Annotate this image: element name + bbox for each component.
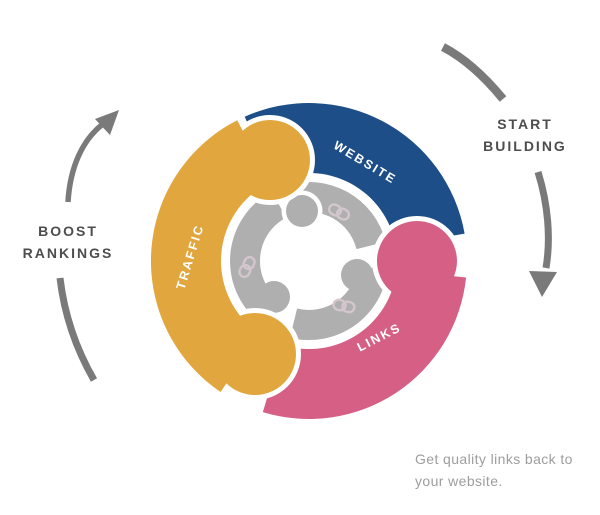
segment-links-shape: [262, 221, 467, 419]
arrow-heads: [95, 110, 557, 297]
gray-segment-left: [230, 191, 290, 327]
boost-arrow-shaft: [65, 121, 105, 203]
start-arrow-shaft: [534, 170, 552, 269]
start-arrowhead-icon: [529, 271, 557, 297]
segment-traffic-shape: [150, 120, 310, 395]
gray-lobe: [286, 195, 318, 227]
top-right-arc: [440, 43, 507, 102]
segment-traffic: [145, 115, 315, 400]
boost-arrowhead-icon: [95, 110, 119, 135]
start-building-label: START BUILDING: [455, 113, 595, 157]
start-line: START: [497, 116, 553, 132]
bottom-left-arc: [56, 277, 98, 382]
caption-text: Get quality links back to your website.: [415, 448, 590, 492]
rankings-line: RANKINGS: [22, 245, 114, 261]
boost-rankings-label: BOOST RANKINGS: [8, 220, 128, 264]
caption-line-2: your website.: [415, 473, 503, 489]
building-line: BUILDING: [483, 138, 567, 154]
cycle-arrows: [56, 43, 552, 382]
gray-segment-right: [289, 259, 388, 341]
boost-line: BOOST: [38, 223, 98, 239]
caption-line-1: Get quality links back to: [415, 451, 573, 467]
segment-links: [257, 216, 472, 424]
